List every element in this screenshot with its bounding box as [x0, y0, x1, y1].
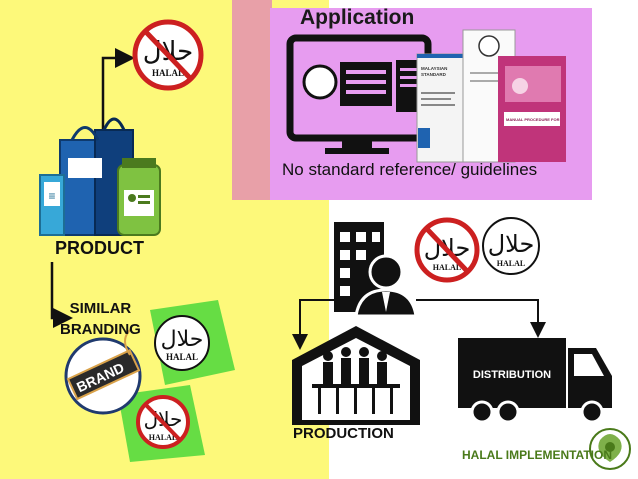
product-icon: ≡ — [39, 117, 161, 236]
doc1-line2: STANDARD — [421, 72, 447, 77]
doc1-line1: MALAYSIAN — [421, 66, 447, 71]
doc2-title: MANUAL PROCEDURE FOR — [506, 117, 560, 122]
arrow-to-production — [292, 299, 334, 350]
halal-logo-text: HALAL — [497, 259, 525, 268]
halal-logo-text: HALAL — [149, 433, 177, 442]
halal-logo-text: HALAL — [166, 352, 198, 362]
halal-arabic-text: حلال — [161, 327, 204, 352]
arrow-product-to-halal — [101, 48, 135, 130]
halal-logo-text: HALAL — [152, 68, 184, 78]
halal-logo-text: HALAL — [433, 263, 461, 272]
prohibited-halal-logo-middle: حلال HALAL — [414, 217, 480, 283]
svg-text:≡: ≡ — [48, 189, 55, 203]
brand-tag: BRAND — [64, 329, 142, 415]
pink-band — [232, 0, 272, 200]
production-factory-icon — [292, 326, 420, 425]
prohibited-halal-logo-top: حلال HALAL — [132, 19, 204, 91]
halal-tag-upper: حلال HALAL — [150, 300, 235, 385]
computer-monitor-icon — [286, 34, 432, 154]
production-label: PRODUCTION — [293, 425, 394, 442]
malaysian-standard-document: MALAYSIAN STANDARD — [416, 53, 464, 163]
similar-branding-label: SIMILAR BRANDING — [60, 298, 141, 340]
similar-branding-line2: BRANDING — [60, 321, 141, 338]
halal-logo-middle: حلال HALAL — [482, 217, 540, 275]
halal-tag-lower-prohibited: حلال HALAL — [118, 385, 205, 462]
similar-branding-line1: SIMILAR — [69, 300, 132, 317]
product-label: PRODUCT — [55, 238, 144, 258]
arrow-to-distribution — [416, 299, 546, 338]
manual-procedure-document: MANUAL PROCEDURE FOR — [498, 56, 566, 162]
halal-arabic-text: حلال — [488, 230, 535, 258]
distribution-truck-icon: DISTRIBUTION — [458, 338, 612, 424]
no-standard-caption: No standard reference/ guidelines — [282, 160, 538, 179]
application-title: Application — [300, 6, 415, 29]
arrow-product-to-branding — [50, 262, 73, 328]
distribution-label: DISTRIBUTION — [473, 369, 551, 381]
businessman-icon — [354, 254, 418, 318]
halal-implementation-label: HALAL IMPLEMENTATION — [462, 448, 612, 462]
emblem-logo — [589, 428, 631, 470]
